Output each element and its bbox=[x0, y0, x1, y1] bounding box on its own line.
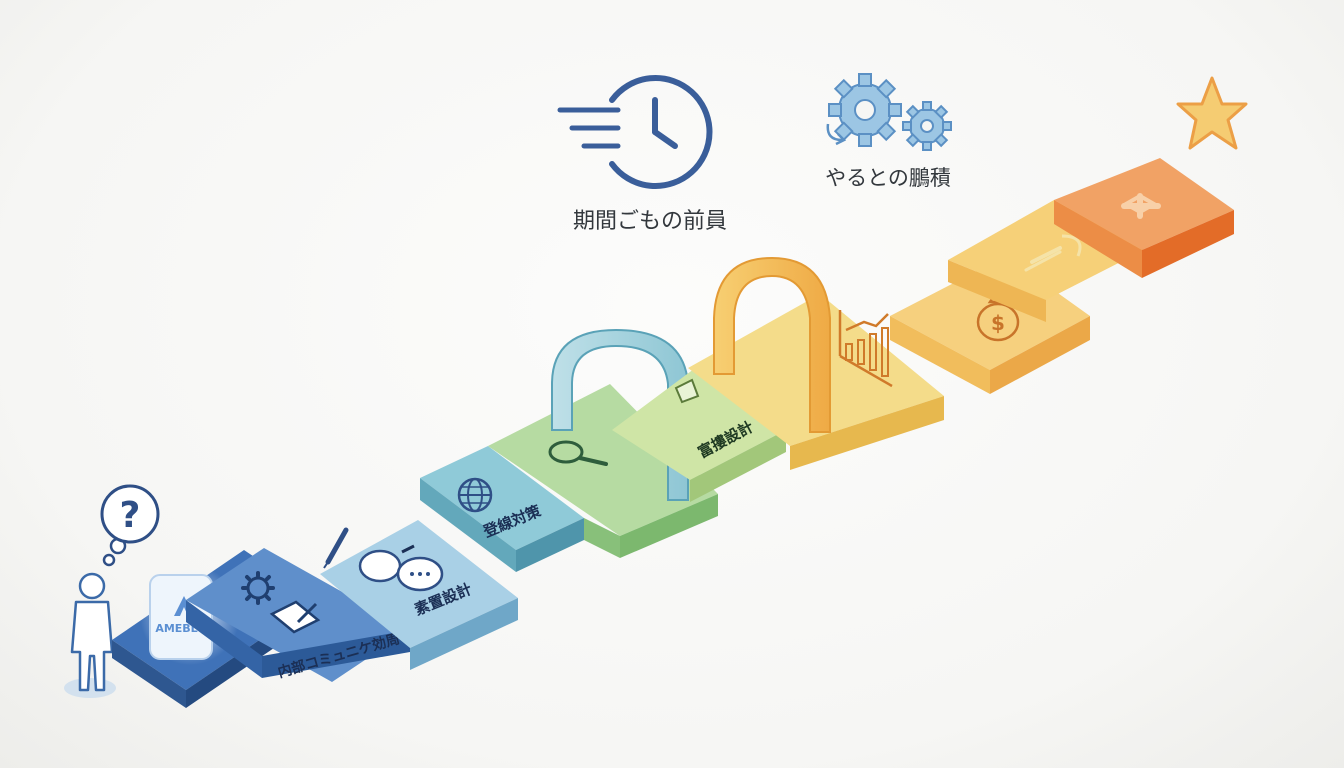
arch-gate-orange bbox=[713, 256, 831, 433]
clock-speed-icon bbox=[557, 75, 713, 189]
clock-caption: 期間ごもの前員 bbox=[573, 209, 727, 234]
document-pencil-icon bbox=[269, 600, 321, 634]
plus-icon bbox=[1121, 193, 1161, 219]
chat-bubbles-icon bbox=[358, 544, 444, 592]
step-tile-strategy bbox=[612, 360, 786, 502]
person-figure bbox=[64, 572, 116, 698]
bar-chart-icon bbox=[838, 310, 893, 388]
svg-text:$: $ bbox=[991, 311, 1005, 335]
thought-bubble-question-icon: ? bbox=[100, 484, 160, 567]
gear-icon bbox=[241, 571, 275, 605]
gears-caption: やるとの鵬積 bbox=[825, 166, 951, 190]
speed-icon bbox=[1024, 234, 1082, 272]
pencil-icon bbox=[323, 527, 349, 569]
magnifier-icon bbox=[548, 440, 608, 466]
step-tile-measures bbox=[420, 446, 584, 572]
star-icon bbox=[1176, 76, 1248, 150]
megaphone-icon bbox=[674, 378, 700, 404]
step-tile-search bbox=[488, 384, 718, 558]
globe-icon bbox=[457, 477, 493, 513]
gears-icon bbox=[826, 73, 952, 151]
svg-text:?: ? bbox=[120, 495, 141, 536]
